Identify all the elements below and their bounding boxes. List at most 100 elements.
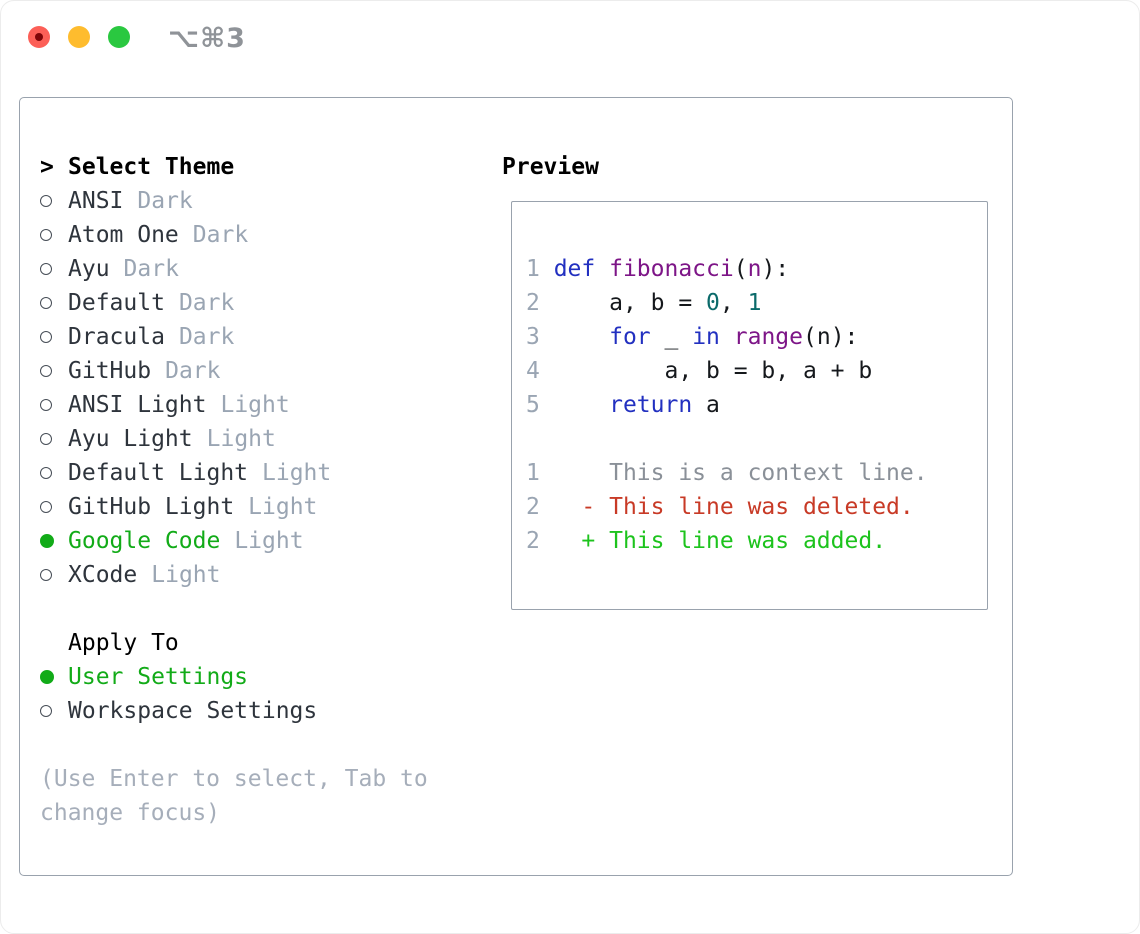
page-title: Select Theme: [68, 154, 235, 180]
radio-circle-icon: [40, 569, 52, 581]
code-token: a, b =: [553, 290, 707, 316]
line-number: 2: [526, 528, 554, 554]
code-token: range: [733, 324, 803, 350]
code-line: 2 a, b = 0, 1: [526, 286, 987, 320]
line-number: 2: [526, 290, 554, 316]
radio-icon: [40, 263, 68, 275]
radio-circle-icon: [40, 705, 52, 717]
theme-option[interactable]: Atom One Dark: [40, 218, 428, 252]
window-shortcut-label: ⌥⌘3: [168, 23, 246, 54]
radio-circle-icon: [40, 467, 52, 479]
radio-circle-icon: [40, 433, 52, 445]
radio-icon: [40, 501, 68, 513]
radio-icon: [40, 467, 68, 479]
theme-option[interactable]: Google Code Light: [40, 524, 428, 558]
code-token: - This line was deleted.: [581, 494, 914, 520]
radio-icon: [40, 229, 68, 241]
theme-variant-badge: Light: [220, 392, 290, 418]
code-token: [720, 324, 734, 350]
code-line: 3 for _ in range(n):: [526, 320, 987, 354]
radio-circle-icon: [40, 399, 52, 411]
radio-circle-icon: [40, 365, 52, 377]
code-token: n: [747, 256, 762, 282]
radio-icon: [40, 331, 68, 343]
theme-option[interactable]: Dracula Dark: [40, 320, 428, 354]
radio-icon: [40, 195, 68, 207]
theme-name: Default: [68, 290, 165, 316]
radio-icon: [40, 297, 68, 309]
code-token: ,: [719, 290, 748, 316]
radio-circle-icon: [40, 195, 52, 207]
radio-icon: [40, 705, 68, 717]
apply-to-label: Apply To: [40, 626, 428, 660]
code-line: 4 a, b = b, a + b: [526, 354, 987, 388]
theme-option[interactable]: ANSI Dark: [40, 184, 428, 218]
close-button[interactable]: [28, 26, 50, 48]
theme-name: ANSI: [68, 188, 124, 214]
theme-variant-badge: Light: [262, 460, 332, 486]
code-line: 2 - This line was deleted.: [526, 490, 987, 524]
title-bar: ⌥⌘3: [1, 1, 1139, 73]
select-theme-header: > Select Theme: [40, 150, 428, 184]
theme-variant-badge: Dark: [137, 188, 193, 214]
code-token: a: [692, 392, 720, 418]
theme-name: Google Code: [68, 528, 221, 554]
line-number: 1: [526, 256, 554, 282]
apply-to-label-text: Apply To: [68, 630, 179, 656]
code-line: 5 return a: [526, 388, 987, 422]
code-token: return: [553, 392, 693, 418]
theme-option[interactable]: GitHub Light Light: [40, 490, 428, 524]
radio-icon: [40, 569, 68, 581]
theme-option[interactable]: Default Light Light: [40, 456, 428, 490]
radio-icon: [40, 399, 68, 411]
apply-to-option[interactable]: User Settings: [40, 660, 428, 694]
radio-circle-icon: [40, 331, 52, 343]
apply-to-option[interactable]: Workspace Settings: [40, 694, 428, 728]
theme-name: Atom One: [68, 222, 179, 248]
theme-name: Default Light: [68, 460, 249, 486]
theme-name: Ayu: [68, 256, 110, 282]
radio-circle-icon: [40, 501, 52, 513]
line-number: 2: [526, 494, 554, 520]
minimize-button[interactable]: [68, 26, 90, 48]
code-token: a, b = b, a + b: [553, 358, 873, 384]
radio-circle-icon: [40, 229, 52, 241]
theme-variant-badge: Light: [248, 494, 318, 520]
code-token: for: [553, 324, 651, 350]
theme-name: ANSI Light: [68, 392, 207, 418]
code-line: [526, 422, 987, 456]
radio-circle-icon: [40, 297, 52, 309]
theme-variant-badge: Dark: [165, 358, 221, 384]
code-line: 1 This is a context line.: [526, 456, 987, 490]
theme-option[interactable]: ANSI Light Light: [40, 388, 428, 422]
keyboard-hint: (Use Enter to select, Tab to change focu…: [40, 762, 428, 830]
keyboard-hint-line1: (Use Enter to select, Tab to: [40, 766, 428, 792]
radio-icon: [40, 670, 68, 684]
theme-variant-badge: Dark: [178, 324, 235, 350]
theme-name: Dracula: [68, 324, 165, 350]
radio-circle-icon: [40, 670, 54, 684]
focus-caret-icon: >: [40, 154, 54, 180]
line-number: 4: [526, 358, 554, 384]
code-token: (: [733, 256, 748, 282]
radio-icon: [40, 534, 68, 548]
theme-variant-badge: Light: [151, 562, 221, 588]
code-token: fibonacci: [609, 256, 734, 282]
theme-variant-badge: Light: [234, 528, 304, 554]
zoom-button[interactable]: [108, 26, 130, 48]
theme-variant-badge: Light: [206, 426, 276, 452]
line-number: 1: [526, 460, 554, 486]
theme-name: GitHub Light: [68, 494, 235, 520]
line-number: 3: [526, 324, 554, 350]
theme-variant-badge: Dark: [192, 222, 249, 248]
